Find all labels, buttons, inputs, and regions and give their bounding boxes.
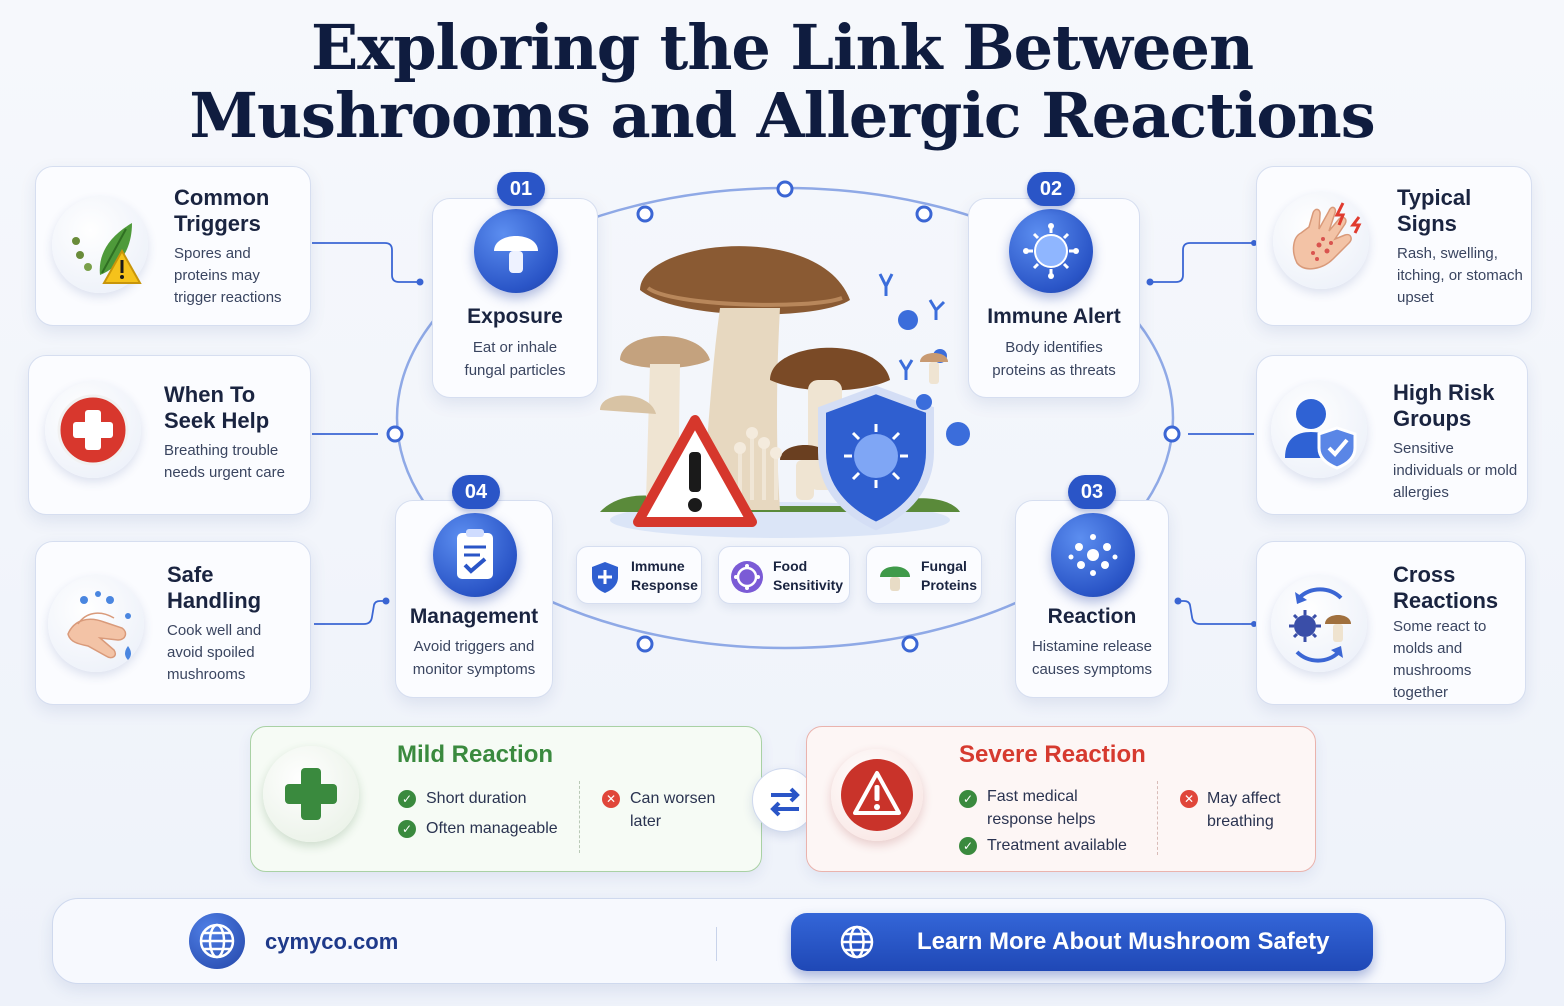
step-desc-reaction: Histamine release causes symptoms [1031,638,1153,678]
check-icon: ✓ [398,790,416,808]
seek-help-title: When To Seek Help [164,382,270,433]
warning-icon [831,749,923,841]
step-desc-immune-alert: Body identifies proteins as threats [992,339,1116,379]
check-icon: ✓ [398,820,416,838]
card-when-to-seek-help: When To Seek Help Breathing trouble need… [28,355,311,515]
plus-icon [263,746,359,842]
medical-cross-icon [45,382,141,478]
common-triggers-desc: Spores and proteins may trigger reaction… [174,245,282,306]
seek-help-desc: Breathing trouble needs urgent care [164,442,285,481]
learn-more-label: Learn More About Mushroom Safety [917,928,1330,955]
cross-icon: ✕ [1180,790,1198,808]
step-desc-management: Avoid triggers and monitor symptoms [412,638,536,678]
chip-fungal-label-1: Fungal [921,558,967,574]
step-desc-exposure: Eat or inhale fungal particles [464,339,566,379]
common-triggers-title: Common Triggers [174,185,270,236]
step-badge-04: 04 [452,475,500,509]
particles-icon [1051,513,1135,597]
card-cross-reactions: Cross Reactions Some react to molds and … [1256,541,1526,705]
chip-immune-response: Immune Response [576,546,702,604]
severe-reaction-title: Severe Reaction [959,741,1146,768]
mushroom-icon [474,209,558,293]
severe-good-1: Fast medical response helps [987,788,1096,828]
cross-icon: ✕ [602,790,620,808]
check-icon: ✓ [959,837,977,855]
chip-food-sensitivity: Food Sensitivity [718,546,850,604]
step-title-immune-alert: Immune Alert [987,305,1121,328]
footer-divider [716,927,717,961]
swap-arrows-icon [752,768,816,832]
severe-good-2: Treatment available [987,837,1127,854]
typical-signs-title: Typical Signs [1397,185,1472,236]
mild-bad: Can worsen later [630,790,716,830]
cross-reactions-desc: Some react to molds and mushrooms togeth… [1393,618,1487,701]
mild-good-1: Short duration [426,790,527,807]
card-common-triggers: Common Triggers Spores and proteins may … [35,166,311,326]
hand-washing-icon [48,576,144,672]
step-title-management: Management [409,605,539,628]
typical-signs-desc: Rash, swelling, itching, or stomach upse… [1397,245,1523,306]
step-badge-03: 03 [1068,475,1116,509]
sensitivity-icon [731,561,763,593]
step-card-exposure: Exposure Eat or inhale fungal particles [432,198,598,398]
chip-food-label-2: Sensitivity [773,577,844,593]
step-title-exposure: Exposure [467,305,563,328]
severe-bad: May affect breathing [1207,790,1281,830]
safe-handling-desc: Cook well and avoid spoiled mushrooms [167,622,262,683]
clipboard-icon [433,513,517,597]
card-high-risk-groups: High Risk Groups Sensitive individuals o… [1256,355,1528,515]
check-icon: ✓ [959,790,977,808]
mild-divider [579,781,580,853]
card-safe-handling: Safe Handling Cook well and avoid spoile… [35,541,311,705]
safe-handling-title: Safe Handling [167,562,262,613]
shield-icon [592,562,618,593]
person-shield-icon [1271,382,1367,478]
title-line-1: Exploring the Link Between [310,11,1254,84]
chip-immune-label-2: Response [631,577,698,593]
virus-icon [1009,209,1093,293]
title-line-2: Mushrooms and Allergic Reactions [189,79,1375,152]
cross-reactions-title: Cross Reactions [1393,562,1499,613]
chip-fungal-proteins: Fungal Proteins [866,546,982,604]
mushrooms-warning-shield-illustration [600,246,970,538]
footer-bar: cymyco.com Learn More About Mushroom Saf… [52,898,1506,984]
step-card-reaction: Reaction Histamine release causes sympto… [1015,500,1169,698]
chip-fungal-label-2: Proteins [921,577,978,593]
mild-reaction-title: Mild Reaction [397,741,554,768]
site-link[interactable]: cymyco.com [265,929,399,954]
step-badge-01: 01 [497,172,545,206]
card-typical-signs: Typical Signs Rash, swelling, itching, o… [1256,166,1532,326]
mild-reaction-panel: Mild Reaction ✓ Short duration ✓ Often m… [250,726,762,872]
rash-hand-icon [1273,193,1369,289]
learn-more-button[interactable]: Learn More About Mushroom Safety [791,913,1373,971]
small-mushroom-icon [880,566,910,591]
leaf-warning-icon [52,197,148,293]
chip-food-label-1: Food [773,558,808,574]
high-risk-title: High Risk Groups [1393,380,1495,431]
mold-mushroom-cycle-icon [1271,576,1367,672]
high-risk-desc: Sensitive individuals or mold allergies [1393,440,1518,501]
chip-immune-label-1: Immune [631,558,685,574]
globe-icon [189,913,245,969]
step-title-reaction: Reaction [1047,605,1137,628]
mild-good-2: Often manageable [426,820,558,837]
severe-divider [1157,781,1158,855]
step-card-management: Management Avoid triggers and monitor sy… [395,500,553,698]
page-title: Exploring the Link Between Mushrooms and… [0,14,1564,150]
globe-icon [837,922,877,962]
step-badge-02: 02 [1027,172,1075,206]
step-card-immune-alert: Immune Alert Body identifies proteins as… [968,198,1140,398]
severe-reaction-panel: Severe Reaction ✓ Fast medical response … [806,726,1316,872]
